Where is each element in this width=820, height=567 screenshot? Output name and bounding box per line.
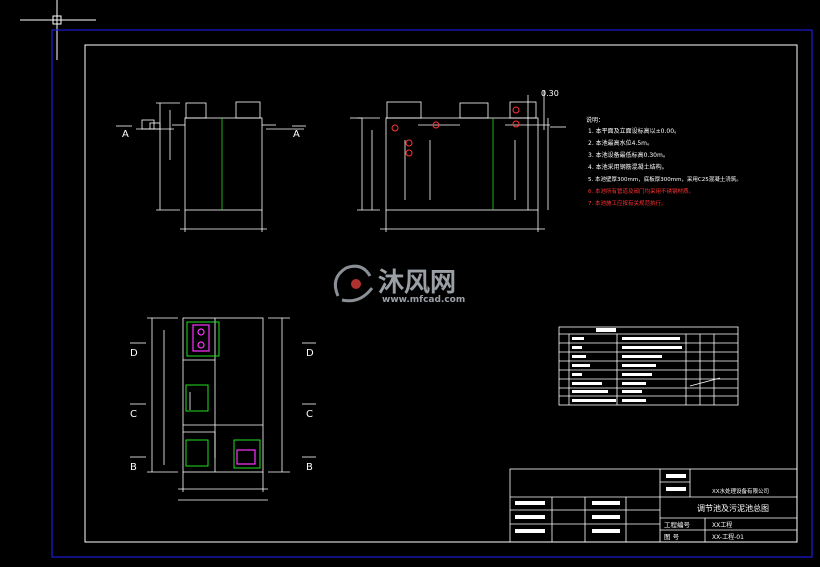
- dimension-top-right: 0.30: [541, 89, 559, 98]
- section-b-left-label: B: [130, 462, 137, 473]
- drawing-number-value: XX-工程-01: [712, 533, 744, 541]
- outer-frame: [51, 29, 813, 558]
- note-line-5: 5. 本池壁厚300mm，底板厚300mm，采用C25混凝土浇筑。: [588, 175, 742, 183]
- watermark: 沐风网 www.mfcad.com: [333, 264, 465, 305]
- note-line-7: 7. 本池施工应按有关规范执行。: [588, 199, 667, 207]
- watermark-brand: 沐风网: [378, 268, 456, 298]
- drawing-number-label: 图 号: [664, 533, 680, 541]
- equipment-table-text-marks: [572, 328, 682, 402]
- inner-frame: [84, 44, 798, 543]
- project-number-value: XX工程: [712, 521, 732, 529]
- equipment-table: [558, 326, 739, 406]
- mfcad-logo-icon: [333, 264, 374, 303]
- title-block: [509, 468, 798, 543]
- plan-view-green-chambers: [185, 321, 261, 469]
- section-b-marker: [350, 117, 566, 128]
- note-line-6: 6. 本池所有管道及阀门均采用不锈钢材质。: [588, 187, 694, 195]
- section-d-right-label: D: [306, 348, 314, 359]
- note-line-4: 4. 本池采用钢筋混凝土结构。: [588, 163, 668, 171]
- section-a-right-label: A: [293, 129, 300, 140]
- section-a-left-label: A: [122, 129, 129, 140]
- notes-heading: 说明：: [586, 116, 604, 124]
- note-line-1: 1. 本平面及立面设标高以±0.00。: [588, 127, 680, 135]
- section-b-right-label: B: [306, 462, 313, 473]
- section-d-left-label: D: [130, 348, 138, 359]
- note-line-3: 3. 本池设备最低标高0.30m。: [588, 151, 669, 159]
- section-c-left-label: C: [130, 409, 137, 420]
- plan-view-section-markers: [130, 342, 316, 458]
- plan-view-magenta-equipment: [192, 324, 256, 465]
- drawing-title: 调节池及污泥池总图: [697, 503, 769, 513]
- section-b-elevation: [357, 90, 550, 232]
- watermark-url: www.mfcad.com: [382, 295, 465, 305]
- section-c-right-label: C: [306, 409, 313, 420]
- notes-block: 说明： 1. 本平面及立面设标高以±0.00。 2. 本池最高水位4.5m。 3…: [586, 116, 742, 207]
- plan-view: [147, 317, 290, 501]
- title-block-text-marks: [515, 474, 686, 533]
- section-b-fittings: [391, 106, 520, 157]
- company-name: XX水处理设备有限公司: [712, 487, 769, 495]
- section-a-elevation: [136, 101, 304, 232]
- note-line-2: 2. 本池最高水位4.5m。: [588, 139, 653, 147]
- project-number-label: 工程编号: [664, 520, 691, 529]
